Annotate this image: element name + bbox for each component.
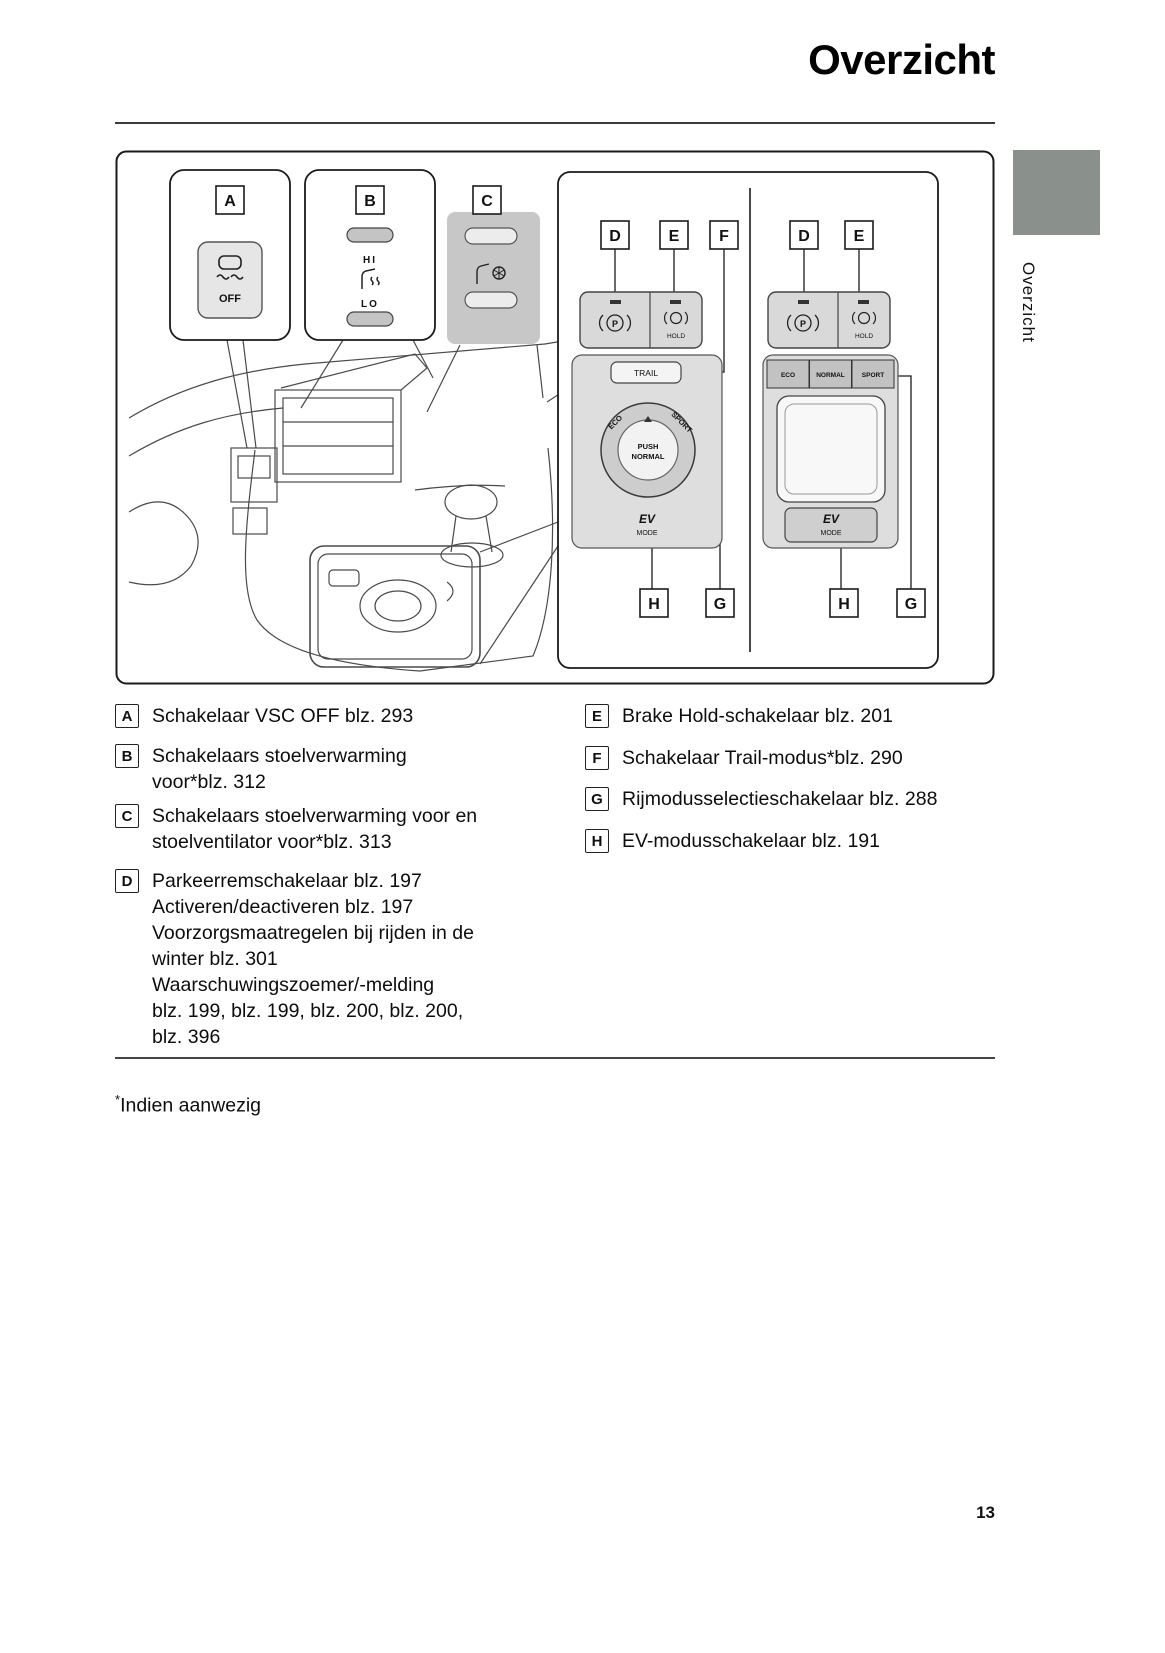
p-label-right: P: [800, 319, 806, 329]
callout-label-c: C: [481, 193, 493, 210]
callout-label-d: D: [609, 228, 621, 245]
figure: A OFF B HI: [115, 150, 995, 685]
vsc-off-switch: OFF: [197, 241, 263, 319]
callout-label-e: E: [669, 228, 680, 245]
footnote-asterisk: *: [115, 1092, 121, 1107]
legend-text-b: Schakelaars stoelverwarming voor*blz. 31…: [152, 745, 407, 793]
parking-brake-icon: [598, 314, 632, 332]
callout-a: A OFF: [169, 169, 291, 341]
footnote: *Indien aanwezig: [115, 1092, 261, 1118]
hold-label-right: HOLD: [855, 333, 873, 340]
ev-mode-button-left: EV MODE: [637, 512, 658, 537]
legend-key-e: E: [585, 704, 609, 728]
legend-key-b: B: [115, 744, 139, 768]
legend-text-h: EV-modusschakelaar blz. 191: [622, 830, 880, 852]
callout-c: C: [447, 185, 540, 344]
drive-mode-panel-right: ECO NORMAL SPORT EV MODE: [762, 354, 899, 549]
callout-label-g2: G: [905, 596, 917, 613]
callout-label-g: G: [714, 596, 726, 613]
mode-label: MODE: [637, 530, 658, 537]
legend-item-d: D Parkeerremschakelaar blz. 197 Activere…: [115, 868, 575, 1050]
callout-label-e2: E: [854, 228, 865, 245]
title-divider: [115, 122, 995, 124]
legend-key-c: C: [115, 804, 139, 828]
legend-key-a: A: [115, 704, 139, 728]
legend-key-g: G: [585, 787, 609, 811]
label-box-b: [355, 185, 385, 215]
page-title: Overzicht: [808, 36, 995, 83]
legend-item-e: E Brake Hold-schakelaar blz. 201: [585, 703, 995, 729]
hi-label: HI: [363, 255, 377, 266]
legend-text-e: Brake Hold-schakelaar blz. 201: [622, 705, 893, 727]
trail-label: TRAIL: [634, 368, 658, 378]
drive-mode-dial: ECO SPORT PUSH NORMAL: [600, 402, 696, 498]
callout-label-d2: D: [798, 228, 810, 245]
legend-item-a: A Schakelaar VSC OFF blz. 293: [115, 703, 575, 729]
legend-text-f: Schakelaar Trail-modus*blz. 290: [622, 747, 903, 769]
legend-text-g: Rijmodusselectieschakelaar blz. 288: [622, 788, 938, 810]
callout-label-h: H: [648, 596, 660, 613]
legend-item-h: H EV-modusschakelaar blz. 191: [585, 828, 995, 854]
mode-select-buttons: ECO NORMAL SPORT: [766, 359, 895, 389]
seat-fan-icon: [476, 263, 506, 284]
seat-vent-switch: [464, 227, 518, 309]
legend-key-f: F: [585, 746, 609, 770]
lo-label: LO: [361, 299, 379, 310]
hold-label: HOLD: [667, 333, 685, 340]
seat-heater-switch: HI LO: [346, 227, 394, 327]
callout-label-h2: H: [838, 596, 850, 613]
footnote-text: Indien aanwezig: [120, 1094, 261, 1117]
legend-item-b: B Schakelaars stoelverwarming voor*blz. …: [115, 743, 575, 795]
parking-brake-icon-right: [786, 314, 820, 332]
legend-item-g: G Rijmodusselectieschakelaar blz. 288: [585, 786, 995, 812]
legend-item-f: F Schakelaar Trail-modus*blz. 290: [585, 745, 995, 771]
ev-label-right: EV: [823, 512, 840, 526]
callout-label-a: A: [224, 193, 236, 210]
normal-button-label: NORMAL: [816, 372, 845, 379]
legend-text-d: Parkeerremschakelaar blz. 197 Activeren/…: [152, 870, 474, 1048]
p-label: P: [612, 319, 618, 329]
ev-label: EV: [639, 512, 656, 526]
vsc-off-label: OFF: [219, 293, 241, 305]
label-box-a: [215, 185, 245, 215]
ev-mode-button-right: EV MODE: [784, 507, 878, 543]
vsc-skid-car-icon: [216, 255, 244, 280]
chapter-tab-label: Overzicht: [1019, 262, 1038, 343]
figure-diagram: A OFF B HI: [115, 150, 995, 685]
legend-key-d: D: [115, 869, 139, 893]
seat-heat-icon: [361, 268, 380, 289]
parking-brake-switch-right: P HOLD: [767, 291, 891, 349]
dial-push-label: PUSH: [638, 442, 659, 451]
brake-hold-icon-right: [851, 311, 877, 325]
console-line-art: [128, 335, 622, 672]
trail-button: TRAIL: [610, 361, 682, 384]
legend-text-a: Schakelaar VSC OFF blz. 293: [152, 705, 414, 727]
dial-normal-label: NORMAL: [632, 452, 665, 461]
eco-button-label: ECO: [781, 372, 795, 379]
parking-brake-switch-left: P HOLD: [579, 291, 703, 349]
blank-pad: [776, 395, 886, 503]
dial-marker: [644, 416, 652, 422]
brake-hold-icon: [663, 311, 689, 325]
legend-bottom-divider: [115, 1057, 995, 1059]
legend-key-h: H: [585, 829, 609, 853]
callout-b: B HI LO: [304, 169, 436, 341]
drive-mode-panel-left: TRAIL ECO SPORT PUSH NORMAL EV MODE: [571, 354, 723, 549]
callout-label-f: F: [719, 228, 729, 245]
mode-label-right: MODE: [821, 530, 842, 537]
chapter-tab: [1013, 150, 1100, 235]
legend-text-c: Schakelaars stoelverwarming voor en stoe…: [152, 805, 478, 853]
page-number: 13: [976, 1503, 995, 1522]
callout-label-b: B: [364, 193, 376, 210]
label-boxes: D E F H G D E H G: [600, 220, 926, 618]
label-box-c: [472, 185, 502, 215]
sport-button-label: SPORT: [862, 372, 884, 379]
c-gray-panel: [447, 212, 540, 344]
legend-item-c: C Schakelaars stoelverwarming voor en st…: [115, 803, 575, 855]
